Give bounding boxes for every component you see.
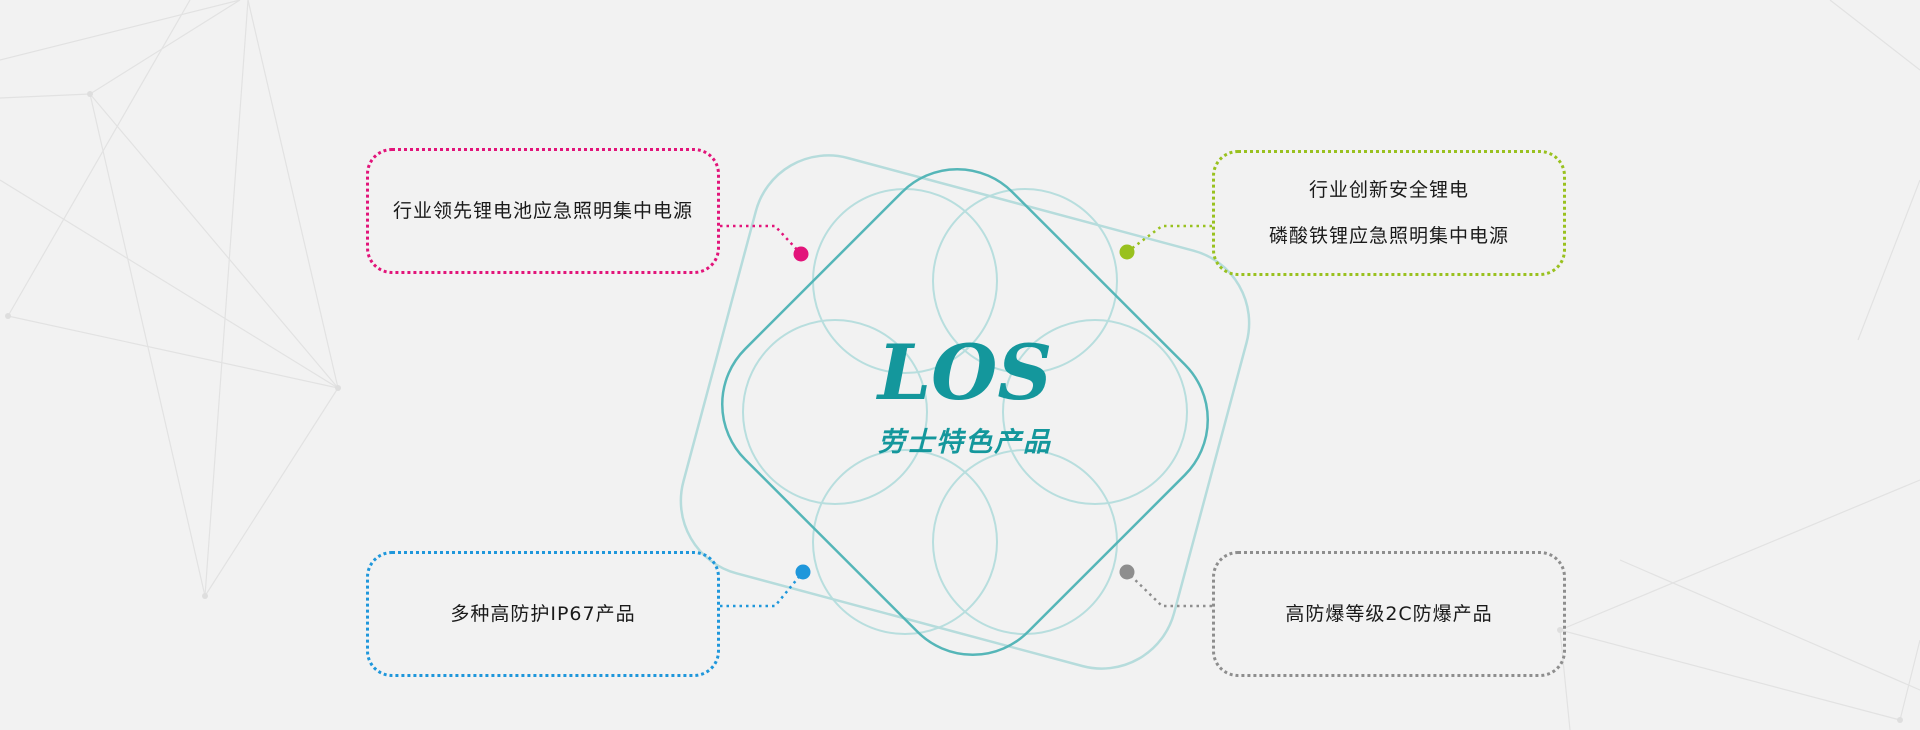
dot-marker-2 [1119,244,1135,260]
dot-marker-3 [795,564,811,580]
feature-text: 磷酸铁锂应急照明集中电源 [1268,225,1509,247]
dot-marker-1 [793,246,809,262]
feature-card-explosion-proof: 高防爆等级2C防爆产品 [1212,551,1566,677]
feature-card-ip67: 多种高防护IP67产品 [366,551,720,677]
feature-text: 高防爆等级2C防爆产品 [1285,603,1493,625]
brand-subtitle: 劳士特色产品 [878,427,1052,458]
connector-lines [720,224,1212,608]
brand-title: LOS [877,328,1053,417]
feature-text: 行业领先锂电池应急照明集中电源 [392,200,693,222]
feature-text: 多种高防护IP67产品 [450,603,636,625]
feature-card-lithium-battery: 行业领先锂电池应急照明集中电源 [366,148,720,274]
feature-card-lfp-battery: 行业创新安全锂电 磷酸铁锂应急照明集中电源 [1212,150,1566,276]
square-frames [679,154,1251,670]
feature-text: 行业创新安全锂电 [1308,179,1469,201]
dot-marker-4 [1119,564,1135,580]
